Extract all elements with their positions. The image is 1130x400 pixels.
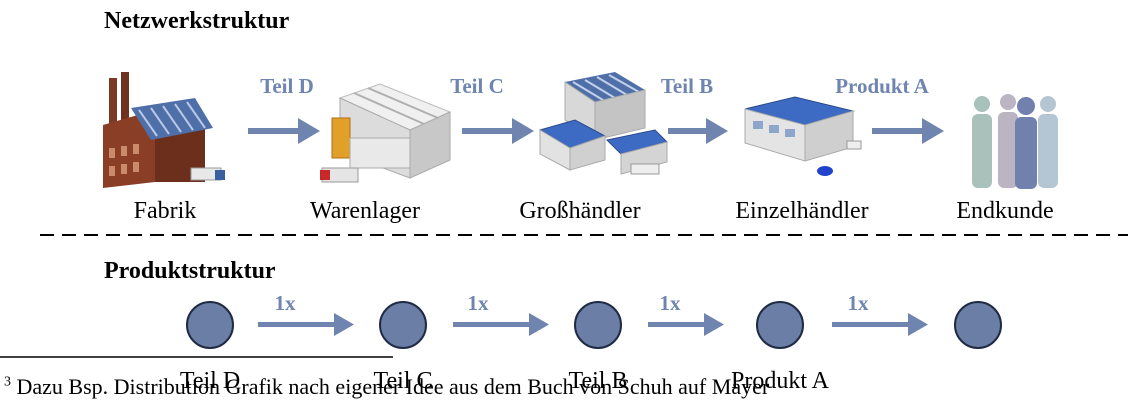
retailer-icon — [744, 96, 862, 176]
arrow-icon — [872, 118, 944, 144]
network-title: Netzwerkstruktur — [104, 8, 290, 34]
network-arrow-label: Teil B — [660, 74, 714, 98]
product-node-circle — [379, 301, 427, 349]
arrow-icon — [248, 118, 320, 144]
network-node-label: Einzelhändler — [735, 198, 869, 224]
product-arrow-label: 1x — [847, 291, 869, 315]
footnote-text: Dazu Bsp. Distribution Grafik nach eigen… — [16, 374, 770, 399]
arrow-icon — [258, 313, 354, 336]
network-node-label: Fabrik — [133, 198, 197, 224]
product-arrow-label: 1x — [659, 291, 681, 315]
product-node-circle — [756, 301, 804, 349]
arrow-icon — [453, 313, 549, 336]
product-node-label: Teil D — [179, 368, 241, 394]
network-node-label: Warenlager — [310, 198, 420, 224]
arrow-icon — [648, 313, 724, 336]
product-node-label: Teil B — [568, 368, 628, 394]
warehouse-icon — [320, 83, 452, 183]
network-node-label: Endkunde — [956, 198, 1054, 224]
factory-icon — [103, 72, 225, 188]
network-arrow-label: Produkt A — [835, 74, 929, 98]
product-node-circle — [186, 301, 234, 349]
network-node-label: Großhändler — [519, 198, 641, 224]
product-arrow-label: 1x — [467, 291, 489, 315]
arrow-icon — [832, 313, 928, 336]
arrow-icon — [462, 118, 534, 144]
network-arrow-label: Teil D — [260, 74, 314, 98]
network-arrow-label: Teil C — [450, 74, 504, 98]
product-node-label: Produkt A — [730, 368, 829, 394]
product-node-label: Teil C — [373, 368, 433, 394]
customers-icon — [972, 94, 1058, 189]
product-arrow-label: 1x — [274, 291, 296, 315]
footnote-marker: 3 — [4, 374, 11, 390]
product-title: Produktstruktur — [104, 258, 276, 284]
arrow-icon — [668, 118, 728, 144]
footnote: 3 Dazu Bsp. Distribution Grafik nach eig… — [4, 374, 769, 400]
product-node-circle — [954, 301, 1002, 349]
wholesaler-icon — [538, 72, 668, 175]
product-node-circle — [574, 301, 622, 349]
